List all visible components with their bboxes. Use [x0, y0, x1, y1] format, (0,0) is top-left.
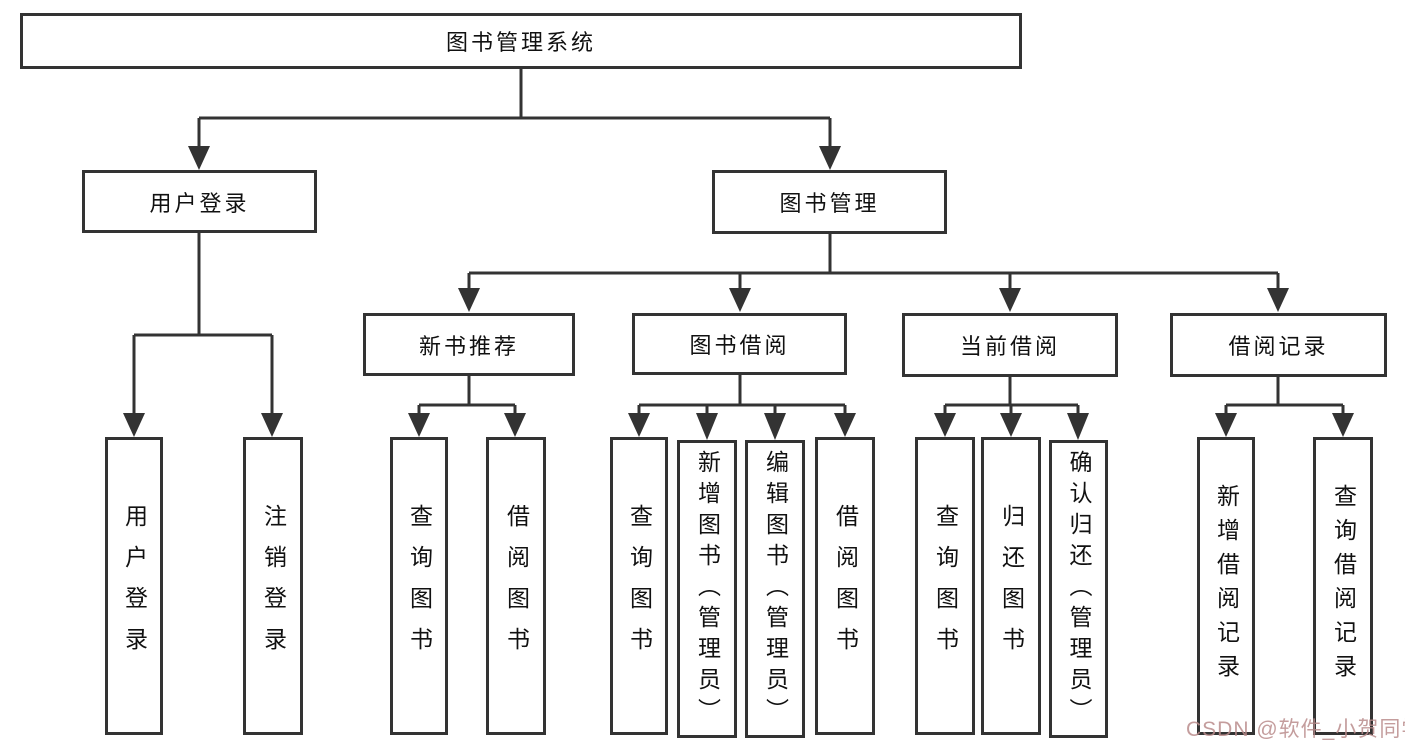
- leaf-query-borrow-record: 查询借阅记录: [1313, 437, 1373, 735]
- leaf-query-book-current: 查询图书: [915, 437, 975, 735]
- leaf-borrow-book: 借阅图书: [815, 437, 875, 735]
- leaf-return-book: 归还图书: [981, 437, 1041, 735]
- node-current-borrow: 当前借阅: [902, 313, 1118, 377]
- node-user-login: 用户登录: [82, 170, 317, 233]
- arrowheads: [123, 146, 1354, 440]
- node-root: 图书管理系统: [20, 13, 1022, 69]
- csdn-watermark: CSDN @软件_小贺同学: [1186, 718, 1405, 741]
- leaf-add-borrow-record: 新增借阅记录: [1197, 437, 1255, 735]
- leaf-user-login: 用户登录: [105, 437, 163, 735]
- leaf-confirm-return-admin: 确认归还（管理员）: [1049, 440, 1108, 738]
- node-borrow-records: 借阅记录: [1170, 313, 1387, 377]
- node-book-borrow: 图书借阅: [632, 313, 847, 375]
- node-new-book-recommend: 新书推荐: [363, 313, 575, 376]
- leaf-query-book-borrow: 查询图书: [610, 437, 668, 735]
- leaf-add-book-admin: 新增图书（管理员）: [677, 440, 737, 738]
- leaf-query-book-recommend: 查询图书: [390, 437, 448, 735]
- node-book-management: 图书管理: [712, 170, 947, 234]
- leaf-edit-book-admin: 编辑图书（管理员）: [745, 440, 805, 738]
- leaf-borrow-book-recommend: 借阅图书: [486, 437, 546, 735]
- leaf-logout: 注销登录: [243, 437, 303, 735]
